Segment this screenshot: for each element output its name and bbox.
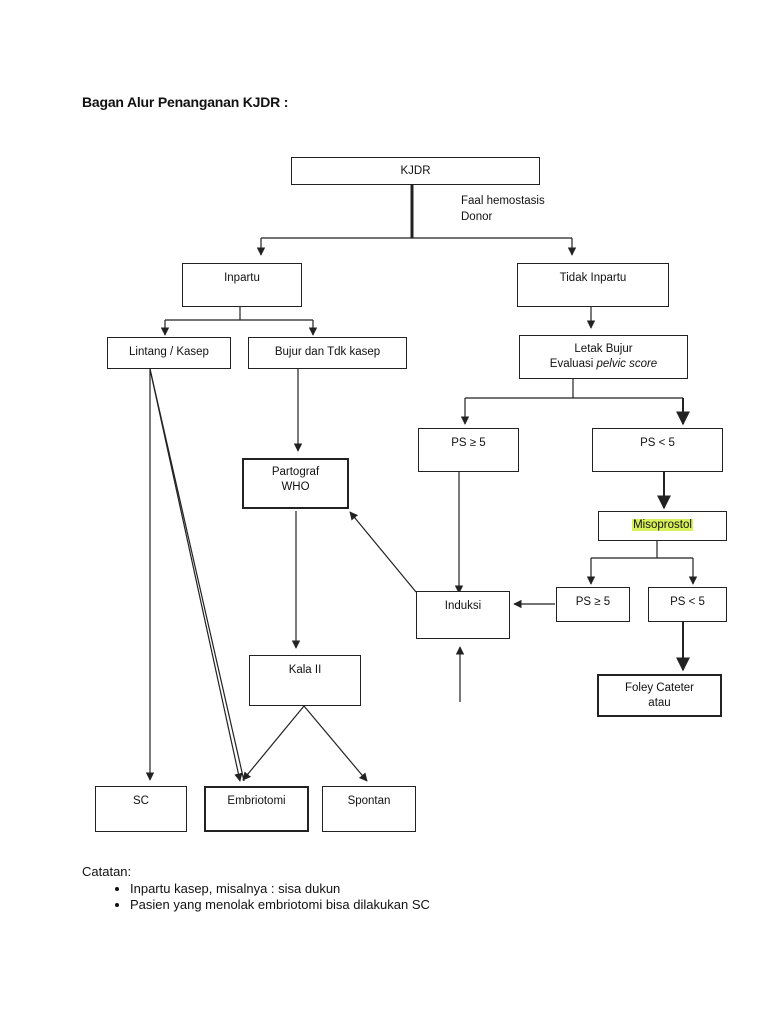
arrow-kala-ii-to-embriotomi (242, 705, 305, 781)
node-spontan: Spontan (322, 786, 416, 832)
evaluasi-prefix: Evaluasi (549, 358, 597, 370)
note-item: Inpartu kasep, misalnya : sisa dukun (130, 881, 430, 896)
node-partograf-who: Partograf WHO (242, 458, 349, 509)
node-kala-ii: Kala II (249, 655, 361, 706)
donor-text: Donor (461, 211, 493, 223)
node-misoprostol: Misoprostol (598, 511, 727, 541)
node-ps-ge5-top: PS ≥ 5 (418, 428, 519, 472)
node-tidak-inpartu: Tidak Inpartu (517, 263, 669, 307)
node-bujur-tdk-kasep: Bujur dan Tdk kasep (248, 337, 407, 369)
page-title: Bagan Alur Penanganan KJDR : (82, 94, 289, 110)
faal-text: Faal hemostasis (461, 195, 545, 207)
node-sc: SC (95, 786, 187, 832)
label-faal-hemostasis: Faal hemostasis Donor (461, 193, 545, 225)
notes-list: Inpartu kasep, misalnya : sisa dukun Pas… (82, 881, 430, 912)
arrow-induksi-to-partograf (349, 511, 417, 593)
note-item: Pasien yang menolak embriotomi bisa dila… (130, 897, 430, 912)
notes-section: Catatan: Inpartu kasep, misalnya : sisa … (82, 864, 430, 913)
node-letak-bujur: Letak Bujur Evaluasi pelvic score (519, 335, 688, 379)
arrow-kala-ii-to-spontan (303, 705, 368, 782)
misoprostol-highlight: Misoprostol (632, 519, 693, 531)
node-inpartu: Inpartu (182, 263, 302, 307)
arrow-lintang-to-embriotomi-b (149, 368, 245, 782)
node-ps-lt5-top: PS < 5 (592, 428, 723, 472)
node-kjdr: KJDR (291, 157, 540, 185)
node-induksi: Induksi (416, 591, 510, 639)
node-ps-lt5-bottom: PS < 5 (648, 587, 727, 622)
node-embriotomi: Embriotomi (204, 786, 309, 832)
evaluasi-italic: pelvic score (596, 358, 658, 370)
notes-heading: Catatan: (82, 864, 132, 879)
node-ps-ge5-bottom: PS ≥ 5 (556, 587, 630, 622)
node-foley-cateter: Foley Cateter atau (597, 674, 722, 717)
arrow-lintang-to-embriotomi-a (149, 368, 243, 782)
node-lintang-kasep: Lintang / Kasep (107, 337, 231, 369)
